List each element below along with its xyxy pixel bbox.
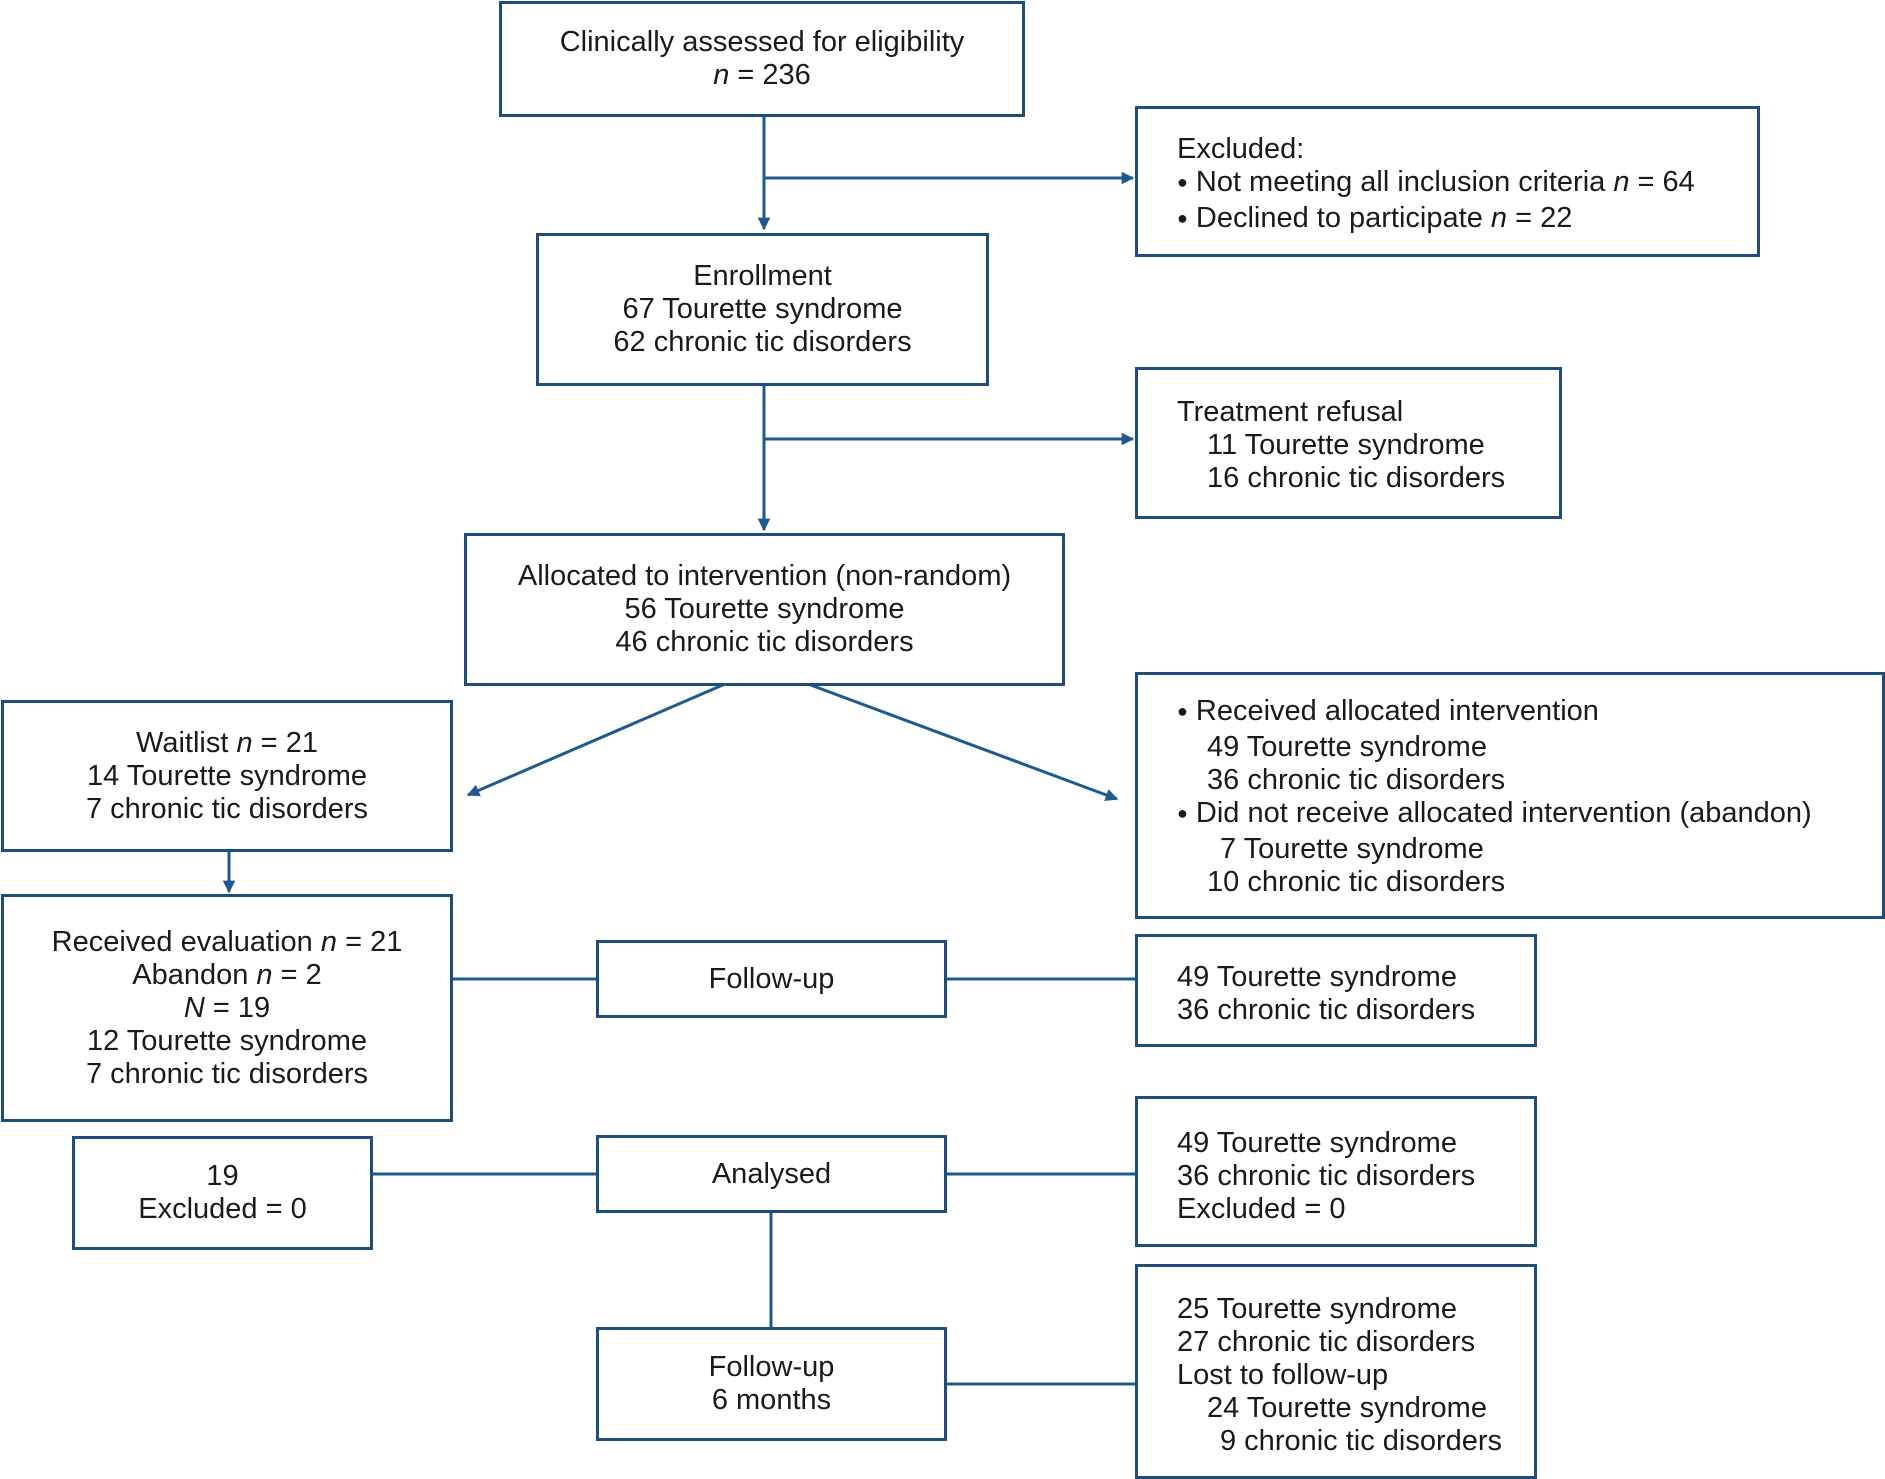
assessed-count: n = 236	[713, 59, 811, 91]
allocated-box: Allocated to intervention (non-random) 5…	[464, 533, 1065, 686]
followup-right-box: 49 Tourette syndrome 36 chronic tic diso…	[1135, 934, 1537, 1047]
evaluation-total: N = 19	[183, 991, 271, 1024]
followup6-right-lost-ts: 24 Tourette syndrome	[1207, 1392, 1487, 1424]
intervention-not-ctd: 10 chronic tic disorders	[1207, 866, 1506, 898]
intervention-not-ts: 7 Tourette syndrome	[1220, 833, 1484, 865]
analysed-left-excluded: Excluded = 0	[138, 1193, 307, 1225]
followup-box: Follow-up	[596, 940, 947, 1018]
intervention-not-received: Did not receive allocated intervention (…	[1177, 797, 1882, 833]
followup6-sub: 6 months	[711, 1384, 832, 1416]
evaluation-abandon: Abandon n = 2	[132, 958, 322, 991]
excluded-item: Not meeting all inclusion criteria n = 6…	[1177, 166, 1757, 202]
intervention-received-ctd: 36 chronic tic disorders	[1207, 764, 1506, 796]
analysed-right-ctd: 36 chronic tic disorders	[1177, 1160, 1476, 1192]
followup-label: Follow-up	[708, 962, 835, 995]
refusal-title: Treatment refusal	[1177, 396, 1404, 428]
arrow-to-waitlist	[466, 682, 726, 797]
refusal-box: Treatment refusal 11 Tourette syndrome 1…	[1135, 367, 1562, 519]
allocated-title: Allocated to intervention (non-random)	[517, 560, 1012, 592]
allocated-ctd: 46 chronic tic disorders	[615, 626, 914, 658]
enrollment-box: Enrollment 67 Tourette syndrome 62 chron…	[536, 233, 989, 386]
intervention-box: Received allocated intervention 49 Toure…	[1135, 672, 1885, 919]
analysed-label: Analysed	[711, 1157, 832, 1190]
followup6-title: Follow-up	[708, 1351, 835, 1383]
enrollment-title: Enrollment	[693, 260, 832, 292]
followup6-right-box: 25 Tourette syndrome 27 chronic tic diso…	[1135, 1264, 1537, 1479]
analysed-left-n: 19	[206, 1160, 239, 1192]
enrollment-ctd: 62 chronic tic disorders	[613, 326, 912, 358]
allocated-ts: 56 Tourette syndrome	[624, 593, 905, 625]
arrow-to-intervention	[807, 682, 1119, 801]
followup-right-ctd: 36 chronic tic disorders	[1177, 994, 1476, 1026]
followup6-right-ts: 25 Tourette syndrome	[1177, 1293, 1457, 1325]
refusal-ts: 11 Tourette syndrome	[1207, 429, 1485, 461]
analysed-right-ts: 49 Tourette syndrome	[1177, 1127, 1457, 1159]
waitlist-ts: 14 Tourette syndrome	[87, 759, 367, 792]
evaluation-box: Received evaluation n = 21 Abandon n = 2…	[1, 894, 453, 1122]
evaluation-ts: 12 Tourette syndrome	[87, 1024, 367, 1057]
followup6-right-lost-ctd: 9 chronic tic disorders	[1220, 1425, 1503, 1457]
assessed-title: Clinically assessed for eligibility	[559, 26, 965, 58]
enrollment-ts: 67 Tourette syndrome	[622, 293, 903, 325]
excluded-title: Excluded:	[1177, 133, 1305, 165]
excluded-item: Declined to participate n = 22	[1177, 202, 1757, 238]
followup6-box: Follow-up 6 months	[596, 1327, 947, 1441]
waitlist-title: Waitlist n = 21	[136, 726, 318, 759]
excluded-box: Excluded: Not meeting all inclusion crit…	[1135, 106, 1760, 257]
followup6-right-ctd: 27 chronic tic disorders	[1177, 1326, 1476, 1358]
intervention-received-ts: 49 Tourette syndrome	[1207, 731, 1487, 763]
waitlist-box: Waitlist n = 21 14 Tourette syndrome 7 c…	[1, 700, 453, 852]
followup-right-ts: 49 Tourette syndrome	[1177, 961, 1457, 993]
intervention-received: Received allocated intervention	[1177, 695, 1882, 731]
evaluation-received: Received evaluation n = 21	[51, 925, 403, 958]
waitlist-ctd: 7 chronic tic disorders	[85, 792, 369, 825]
assessed-box: Clinically assessed for eligibility n = …	[499, 1, 1025, 117]
analysed-right-box: 49 Tourette syndrome 36 chronic tic diso…	[1135, 1096, 1537, 1247]
analysed-box: Analysed	[596, 1135, 947, 1213]
evaluation-ctd: 7 chronic tic disorders	[85, 1057, 369, 1090]
analysed-left-box: 19 Excluded = 0	[72, 1136, 373, 1250]
followup6-right-lost: Lost to follow-up	[1177, 1359, 1389, 1391]
analysed-right-excluded: Excluded = 0	[1177, 1193, 1346, 1225]
refusal-ctd: 16 chronic tic disorders	[1207, 462, 1506, 494]
